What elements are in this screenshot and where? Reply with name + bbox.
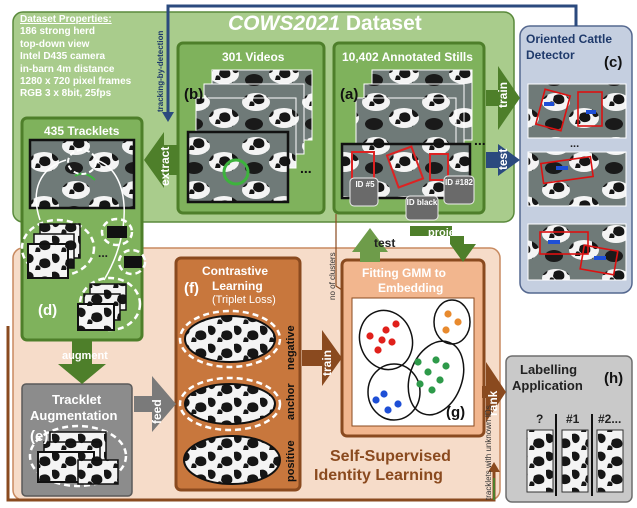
dataset-properties: Dataset Properties: 186 strong herd top-… [20, 14, 131, 101]
letter-a: (a) [340, 86, 359, 103]
arrow-label-feed: feed [150, 399, 164, 424]
gmm-title-line2: Embedding [378, 281, 444, 295]
id-tag-black: ID black [406, 198, 438, 207]
arrow-label-extract: extract [158, 146, 172, 186]
letter-d: (d) [38, 302, 58, 319]
label-tracking-by-detection: tracking-by-detection [156, 30, 165, 112]
tracklets-title: 435 Tracklets [44, 124, 120, 138]
stills-label: 10,402 Annotated Stills [342, 50, 473, 64]
contrastive-title-line1: Contrastive [202, 264, 269, 278]
property-item: 186 strong herd [20, 26, 96, 38]
videos-label: 301 Videos [222, 50, 285, 64]
properties-heading: Dataset Properties: [20, 14, 112, 25]
arrow-label-augment: augment [62, 350, 108, 362]
label-id-1: #1 [566, 412, 580, 426]
id-tag-182: ID #182 [444, 178, 474, 187]
arrow-label-train-mid: train [320, 349, 334, 376]
dataset-title-italic: COWS2021 [228, 12, 341, 35]
arrow-label-test-top: test [496, 148, 510, 170]
labelling-title-line1: Labelling [520, 362, 578, 377]
triplet-label-positive: positive [285, 440, 297, 482]
triplet-label-anchor: anchor [285, 383, 297, 420]
label-id-2: #2... [598, 412, 622, 426]
contrastive-subtitle: (Triplet Loss) [212, 294, 276, 306]
detector-title-line1: Oriented Cattle [526, 32, 613, 46]
id-tag-5: ID #5 [355, 180, 375, 189]
label-no-of-clusters: no of clusters [328, 252, 337, 300]
arrow-label-project: project [428, 227, 465, 239]
letter-g: (g) [446, 404, 466, 421]
dataset-title-rest: Dataset [340, 12, 422, 35]
arrow-label-test-mid: test [374, 236, 396, 250]
property-item: in-barn 4m distance [20, 63, 115, 75]
self-supervised-line1: Self-Supervised [330, 448, 451, 465]
detector-ellipsis: ... [570, 138, 580, 150]
property-item: Intel D435 camera [20, 51, 106, 63]
label-unknown: ? [536, 412, 544, 426]
stills-ellipsis: ... [474, 132, 486, 148]
property-item: 1280 x 720 pixel frames [20, 76, 132, 88]
labelling-title-line2: Application [512, 378, 583, 393]
videos-ellipsis: ... [300, 160, 312, 176]
dataset-title: COWS2021 Dataset [228, 12, 422, 36]
letter-h: (h) [604, 370, 624, 387]
letter-c: (c) [604, 54, 623, 71]
detector-title-line2: Detector [526, 48, 575, 62]
tracklets-ellipsis: ... [98, 246, 109, 260]
property-item: RGB 3 x 8bit, 25fps [20, 88, 112, 100]
augmentation-title-line1: Tracklet [52, 392, 102, 407]
letter-f: (f) [184, 280, 199, 297]
contrastive-title-line2: Learning [212, 279, 263, 293]
arrow-label-train-top: train [496, 81, 510, 108]
self-supervised-line2: Identity Learning [314, 467, 443, 484]
gmm-title-line1: Fitting GMM to [362, 266, 446, 280]
triplet-label-negative: negative [285, 325, 297, 370]
label-tracklets-unknown-ids: tracklets with unknown IDs [484, 405, 493, 500]
letter-b: (b) [184, 86, 204, 103]
augmentation-title-line2: Augmentation [30, 408, 118, 423]
letter-e: (e) [30, 428, 49, 445]
property-item: top-down view [20, 38, 90, 50]
